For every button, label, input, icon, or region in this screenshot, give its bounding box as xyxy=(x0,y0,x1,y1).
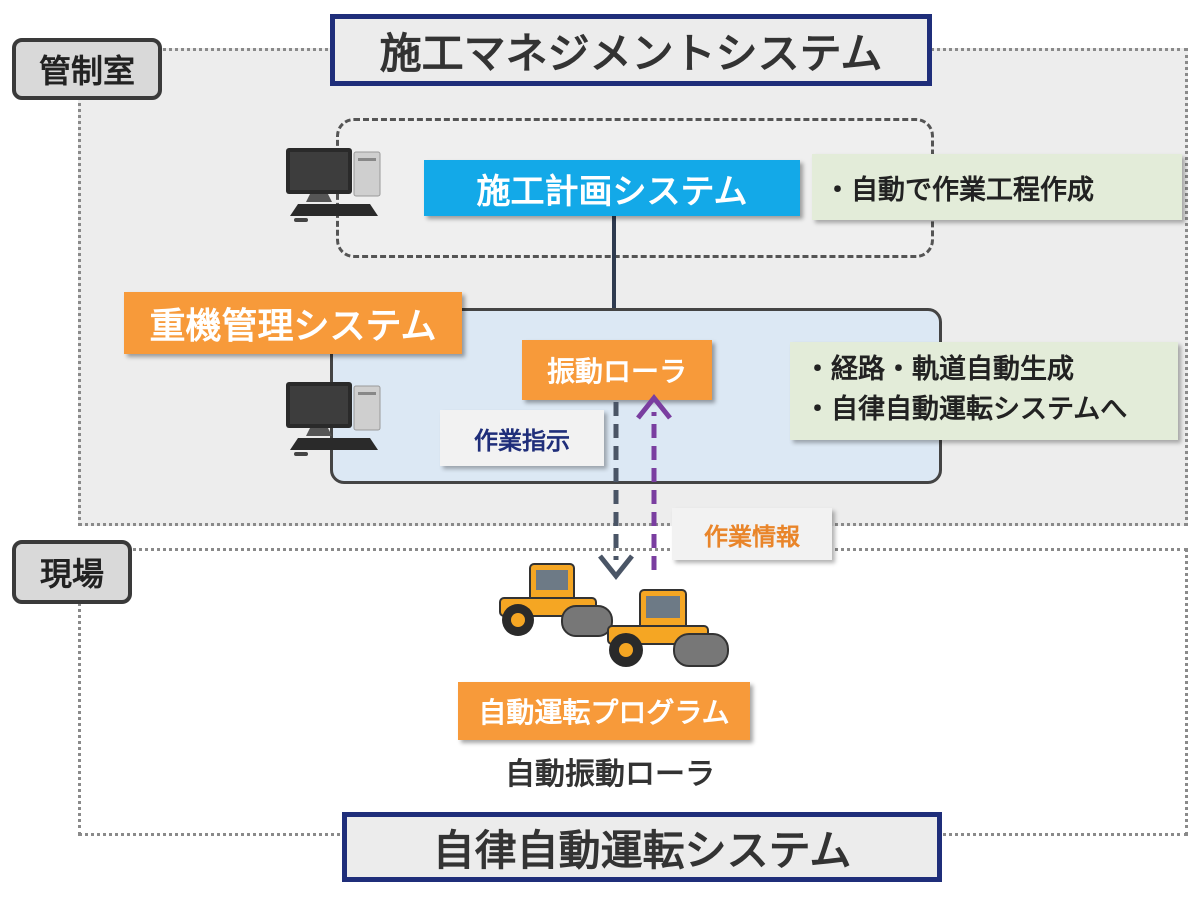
auto-vibration-roller-caption: 自動振動ローラ xyxy=(505,757,715,792)
work-instruction-label: 作業指示 xyxy=(440,410,604,466)
road-roller-icon xyxy=(607,589,729,667)
autonomous-driving-system-title: 自律自動運転システム xyxy=(342,812,942,882)
site-tag: 現場 xyxy=(12,540,132,604)
road-roller-icon xyxy=(499,563,613,637)
planning-system-box: 施工計画システム xyxy=(424,160,800,216)
work-information-label: 作業情報 xyxy=(672,508,832,560)
vibration-roller-box: 振動ローラ xyxy=(522,340,712,400)
management-note-1: ・経路・軌道自動生成 xyxy=(804,354,1074,385)
equipment-management-system-label: 重機管理システム xyxy=(124,292,462,354)
computer-icon xyxy=(286,382,381,456)
management-notes: ・経路・軌道自動生成 ・自律自動運転システムへ xyxy=(790,342,1178,440)
computer-icon xyxy=(286,148,381,222)
construction-management-system-title: 施工マネジメントシステム xyxy=(330,14,932,86)
control-room-tag: 管制室 xyxy=(12,38,162,100)
management-note-2: ・自律自動運転システムへ xyxy=(804,394,1128,425)
auto-driving-program-box: 自動運転プログラム xyxy=(458,682,750,740)
planning-note: ・自動で作業工程作成 xyxy=(812,154,1182,220)
